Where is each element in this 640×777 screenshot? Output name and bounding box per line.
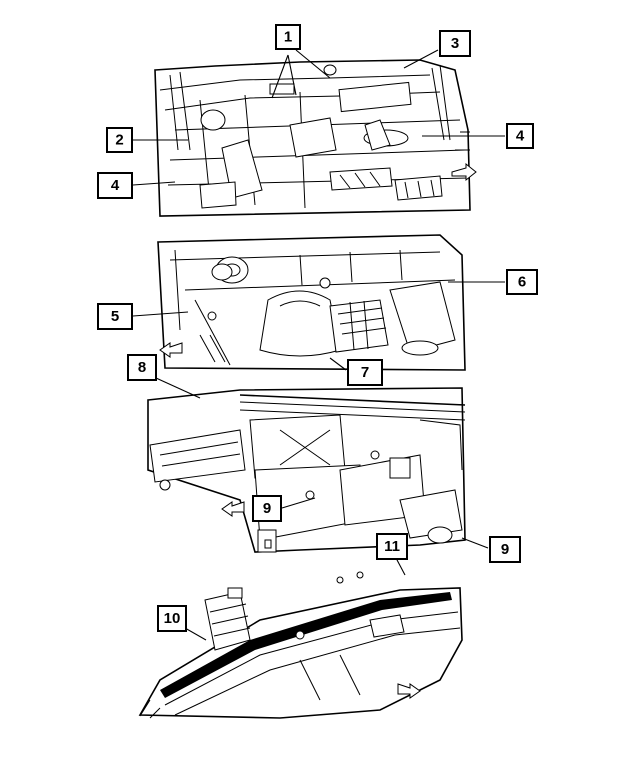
callout-1: 1 bbox=[275, 24, 301, 50]
callout-11: 11 bbox=[376, 533, 408, 560]
callout-5: 5 bbox=[97, 303, 133, 330]
callout-label: 1 bbox=[284, 29, 292, 46]
callout-label: 6 bbox=[518, 274, 526, 291]
leader-lines bbox=[132, 49, 505, 641]
front-direction-arrow-icon bbox=[159, 342, 183, 358]
front-direction-arrow-icon bbox=[397, 683, 421, 699]
callout-4-lower: 4 bbox=[97, 172, 133, 199]
callout-2: 2 bbox=[106, 127, 133, 153]
callout-label: 9 bbox=[263, 500, 271, 517]
dash-panel-illustration bbox=[157, 234, 466, 371]
callout-label: 4 bbox=[111, 177, 120, 194]
callout-9-left: 9 bbox=[252, 495, 282, 522]
front-frame-illustration bbox=[147, 387, 466, 553]
callout-9-right: 9 bbox=[489, 536, 521, 563]
callout-label: 5 bbox=[111, 308, 119, 325]
callout-label: 10 bbox=[164, 610, 181, 627]
front-direction-arrow-icon bbox=[221, 501, 245, 517]
callout-label: 2 bbox=[115, 132, 123, 149]
callout-label: 11 bbox=[384, 538, 400, 555]
callout-label: 9 bbox=[501, 541, 509, 558]
callout-label: 7 bbox=[361, 364, 369, 381]
callout-3: 3 bbox=[439, 30, 471, 57]
callout-label: 3 bbox=[451, 35, 459, 52]
floor-pan-illustration bbox=[154, 59, 477, 217]
callout-label: 8 bbox=[138, 359, 146, 376]
callout-label: 4 bbox=[516, 128, 525, 145]
callout-6: 6 bbox=[506, 269, 538, 295]
callout-8: 8 bbox=[127, 354, 157, 381]
underbody-beam-illustration bbox=[138, 571, 463, 719]
callout-4-upper: 4 bbox=[506, 123, 534, 149]
front-direction-arrow-icon bbox=[451, 162, 477, 182]
callout-7: 7 bbox=[347, 359, 383, 386]
callout-10: 10 bbox=[157, 605, 187, 632]
